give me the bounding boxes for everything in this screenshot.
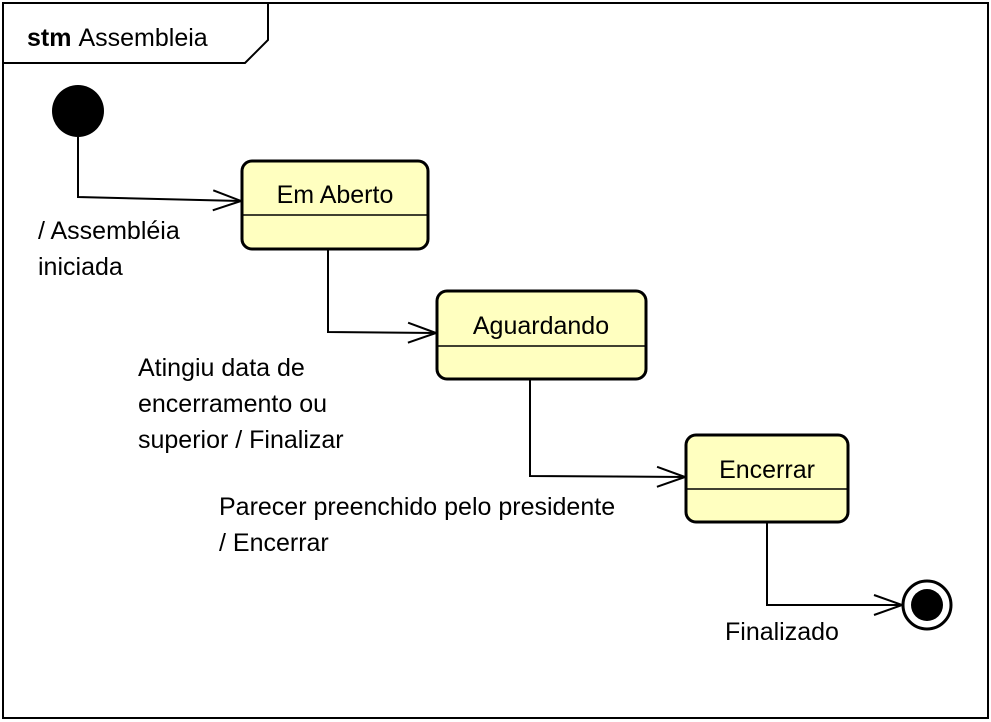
- transition-initial-to-em-aberto: [77, 137, 241, 201]
- label-line: iniciada: [38, 253, 123, 281]
- label-line: Atingiu data de: [138, 354, 305, 382]
- state-name: Aguardando: [473, 312, 609, 340]
- state-name: Em Aberto: [277, 181, 394, 209]
- state-em-aberto[interactable]: Em Aberto: [240, 159, 430, 251]
- state-aguardando[interactable]: Aguardando: [435, 289, 648, 381]
- label-line: / Assembléia: [38, 217, 180, 245]
- transition-encerrar-to-final: [766, 523, 902, 605]
- transition-label-encerrar: Parecer preenchido pelo presidente / Enc…: [219, 493, 615, 557]
- label-line: superior / Finalizar: [138, 426, 344, 454]
- label-line: Finalizado: [725, 618, 839, 646]
- transition-aguardando-to-encerrar: [529, 380, 685, 477]
- frame-name: Assembleia: [78, 24, 207, 52]
- label-line: Parecer preenchido pelo presidente: [219, 493, 615, 521]
- transition-em-aberto-to-aguardando: [327, 250, 436, 333]
- state-name: Encerrar: [719, 456, 815, 484]
- initial-node: [52, 85, 104, 137]
- state-encerrar[interactable]: Encerrar: [684, 433, 850, 524]
- label-line: encerramento ou: [138, 390, 327, 418]
- transition-label-initial: / Assembléia iniciada: [38, 217, 180, 281]
- final-node: [901, 579, 953, 631]
- frame-keyword: stm: [27, 24, 71, 52]
- transition-label-finalizar: Atingiu data de encerramento ou superior…: [138, 354, 344, 454]
- label-line: / Encerrar: [219, 529, 329, 557]
- transition-label-finalizado: Finalizado: [725, 618, 839, 646]
